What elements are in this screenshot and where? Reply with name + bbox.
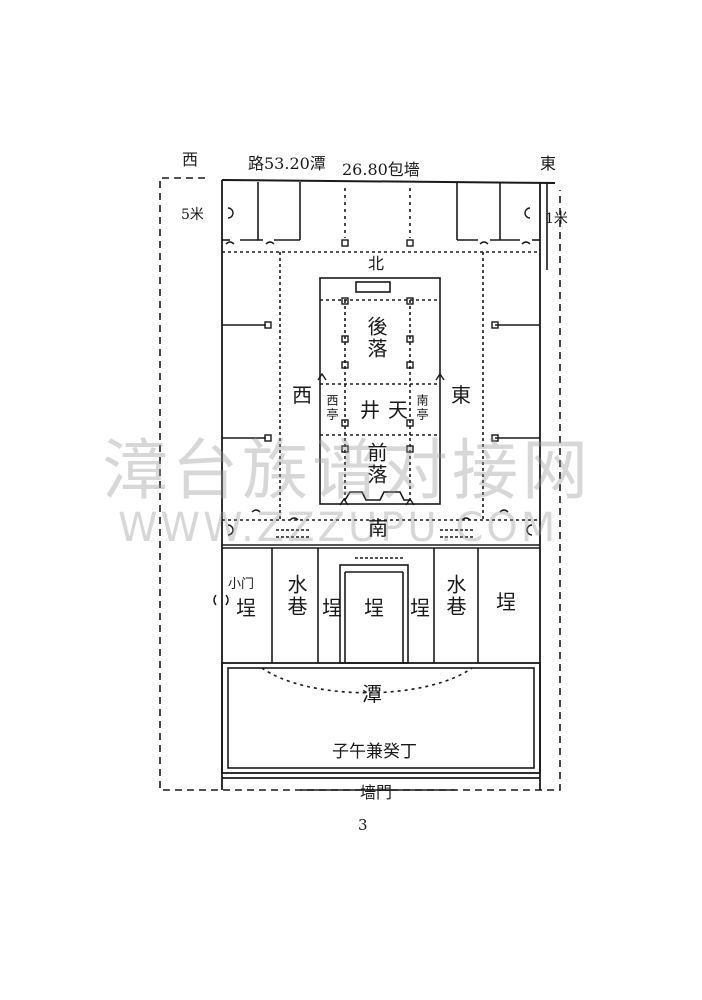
west-margin-label: 5米 [181, 207, 204, 223]
altar-box [355, 281, 391, 293]
south-label: 南 [368, 516, 388, 540]
page-number: 3 [358, 816, 368, 834]
rear-hall-label: 後落 [364, 316, 388, 360]
wall-label: 26.80包墻 [342, 160, 420, 179]
outer-boundary-dashed [159, 177, 561, 791]
north-label: 北 [368, 254, 385, 273]
courtyard-label: 井天 [360, 398, 416, 422]
small-gate-label: 小门 [228, 577, 255, 592]
yard-east: 埕 [496, 590, 516, 614]
water-lane-west: 水巷 [284, 574, 308, 618]
yard-inner-east: 埕 [410, 596, 430, 620]
yard-inner-west: 埕 [322, 596, 342, 620]
watermark-url: WWW.ZZZUPU.COM [118, 505, 559, 551]
wall-gate-label: 墻門 [360, 783, 393, 802]
west-side-label: 西 [292, 383, 312, 407]
central-hall [319, 277, 441, 505]
pond-label: 潭 [362, 682, 382, 706]
direction-east-top: 東 [540, 154, 557, 173]
yard-center: 埕 [364, 596, 384, 620]
south-pavilion-label: 南亭 [415, 394, 429, 422]
watermark-chinese: 漳台族谱对接网 [102, 432, 592, 509]
east-side-label: 東 [451, 383, 471, 407]
top-wall [221, 179, 556, 184]
west-pavilion-label: 西亭 [325, 394, 339, 422]
road-label: 路53.20潭 [248, 154, 326, 173]
orientation-label: 子午兼癸丁 [332, 742, 417, 762]
east-margin-label: 1米 [545, 211, 568, 227]
front-hall-label: 前落 [364, 442, 388, 486]
yard-west: 埕 [236, 596, 256, 620]
water-lane-east: 水巷 [443, 574, 467, 618]
pond-frame [221, 662, 541, 774]
direction-west-top: 西 [182, 150, 199, 169]
